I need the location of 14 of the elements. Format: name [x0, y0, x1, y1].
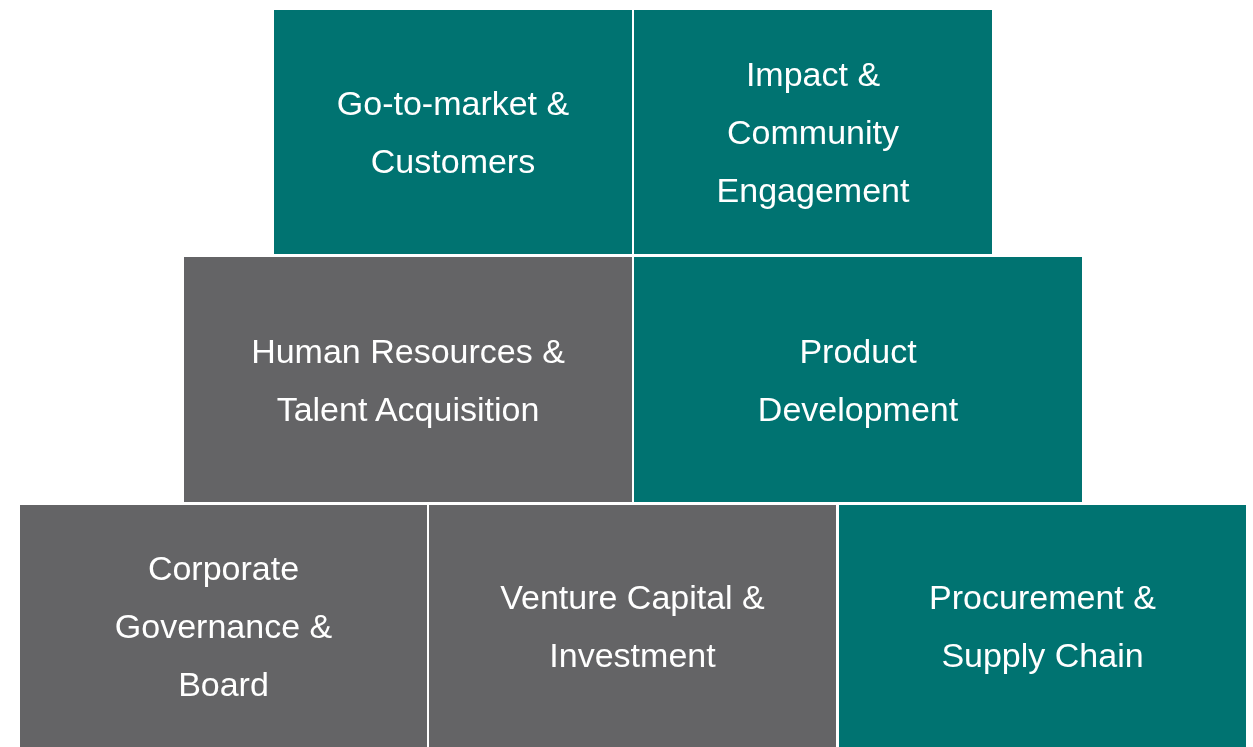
category-block: [634, 10, 992, 254]
category-block: [184, 257, 632, 502]
block-label: Corporate Governance & Board: [113, 548, 334, 705]
block-label: Go-to-market & Customers: [335, 83, 571, 182]
block-label: Impact & Community Engagement: [715, 54, 911, 211]
category-block: [20, 505, 427, 747]
category-block: [839, 505, 1246, 747]
block-label: Product Development: [756, 330, 960, 430]
block-label: Procurement & Supply Chain: [928, 577, 1157, 676]
block-label: Venture Capital & Investment: [499, 577, 766, 676]
category-block: [429, 505, 836, 747]
category-block: [634, 257, 1082, 502]
category-block: [274, 10, 632, 254]
block-label: Human Resources & Talent Acquisition: [250, 330, 566, 430]
